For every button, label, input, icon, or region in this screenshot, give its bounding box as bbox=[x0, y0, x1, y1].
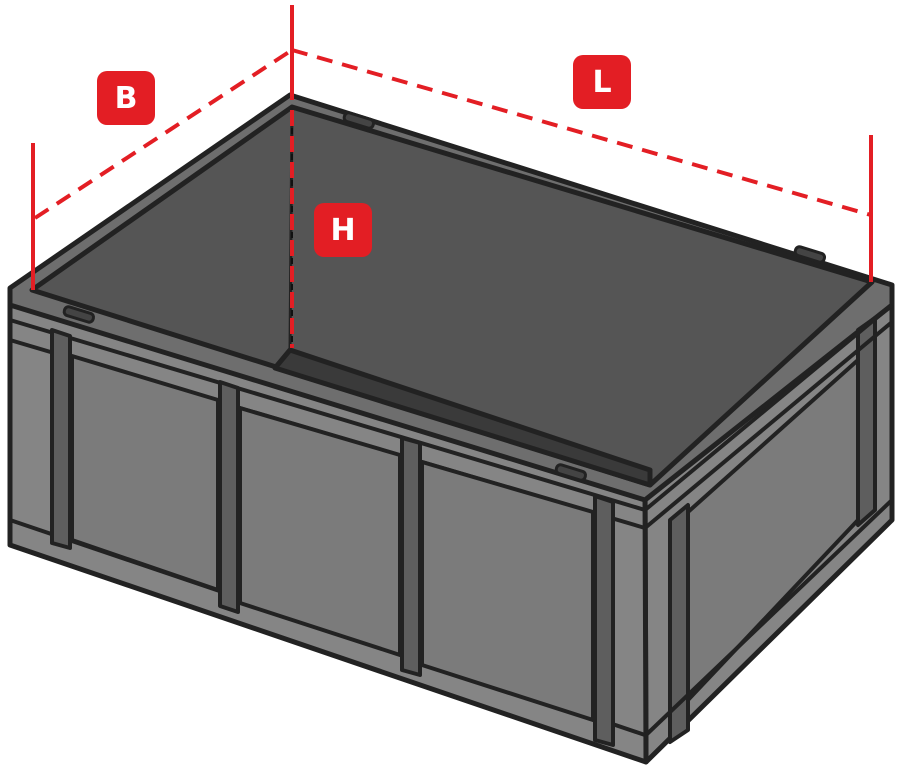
crate-rib bbox=[400, 436, 422, 677]
length-dimension-line bbox=[291, 48, 872, 217]
rim-clip bbox=[793, 245, 827, 264]
crate-rib bbox=[50, 328, 72, 550]
height-label-badge: H bbox=[314, 203, 372, 257]
crate-inner-floor bbox=[272, 347, 653, 488]
width-label-badge: B bbox=[97, 71, 155, 125]
crate-panel bbox=[238, 406, 402, 657]
crate-rib bbox=[668, 503, 690, 744]
rim-clip bbox=[62, 305, 96, 324]
rim-clip bbox=[342, 111, 376, 130]
rim-clip bbox=[554, 463, 588, 482]
crate-rib bbox=[593, 494, 615, 747]
crate-panel bbox=[420, 460, 595, 722]
crate-rib bbox=[218, 380, 240, 614]
length-label-badge: L bbox=[573, 55, 631, 109]
crate-panel bbox=[70, 354, 220, 592]
